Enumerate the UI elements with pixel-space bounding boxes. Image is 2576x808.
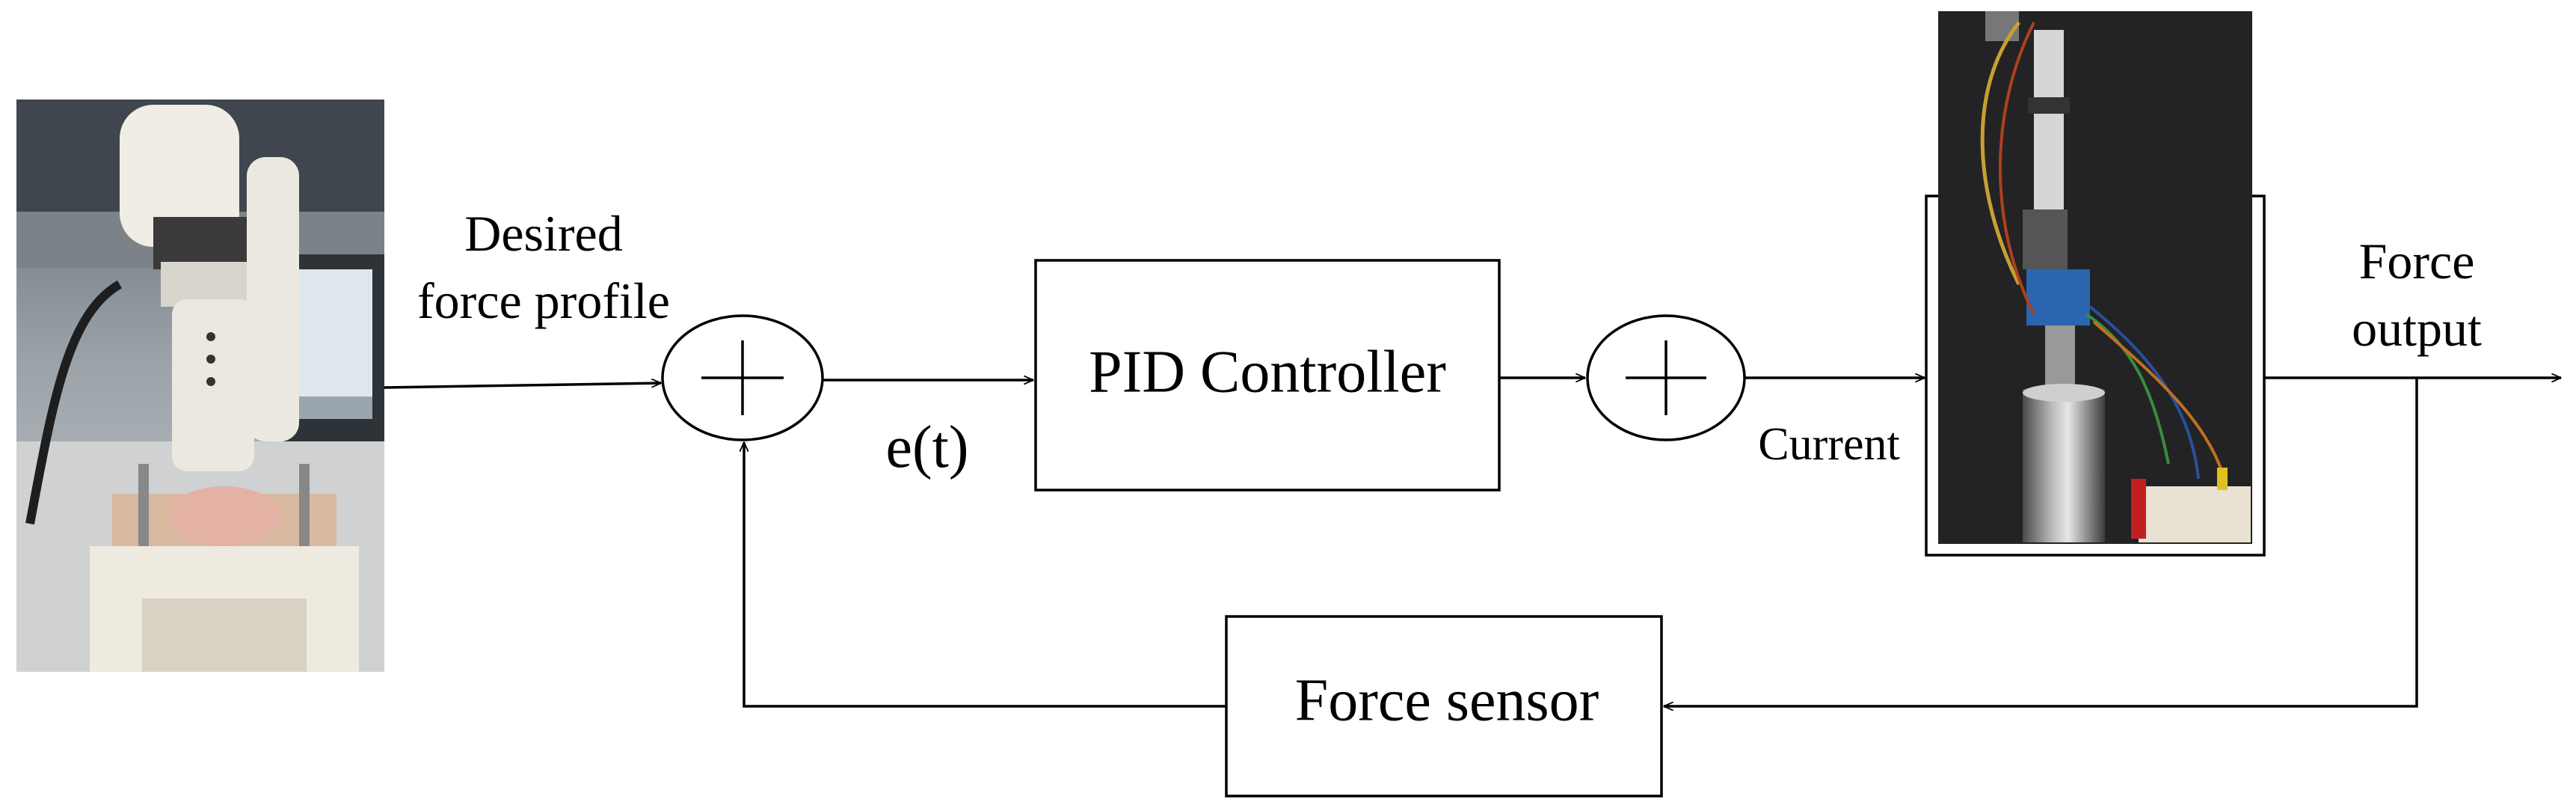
- output-label-line1: Force: [2359, 233, 2475, 290]
- error-label: e(t): [885, 414, 968, 480]
- robot-arm-photo: [16, 100, 384, 672]
- desired-label-line1: Desired: [464, 205, 622, 262]
- actuator-photo: [1925, 11, 2266, 557]
- arrow-desired-to-sum: [384, 383, 661, 389]
- pid-controller-block: [1034, 259, 1501, 492]
- summing-junction-1: [661, 314, 824, 441]
- summing-junction-2: [1586, 314, 1746, 441]
- feedback-wire-to-sensor: [1664, 378, 2418, 706]
- pid-controller-label: PID Controller: [1089, 339, 1446, 405]
- current-label: Current: [1758, 419, 1899, 470]
- force-sensor-block: [1225, 615, 1663, 798]
- force-sensor-label: Force sensor: [1295, 667, 1599, 733]
- output-label-line2: output: [2352, 300, 2482, 357]
- feedback-wire-to-sum: [744, 442, 1226, 708]
- desired-label-line2: force profile: [417, 272, 670, 329]
